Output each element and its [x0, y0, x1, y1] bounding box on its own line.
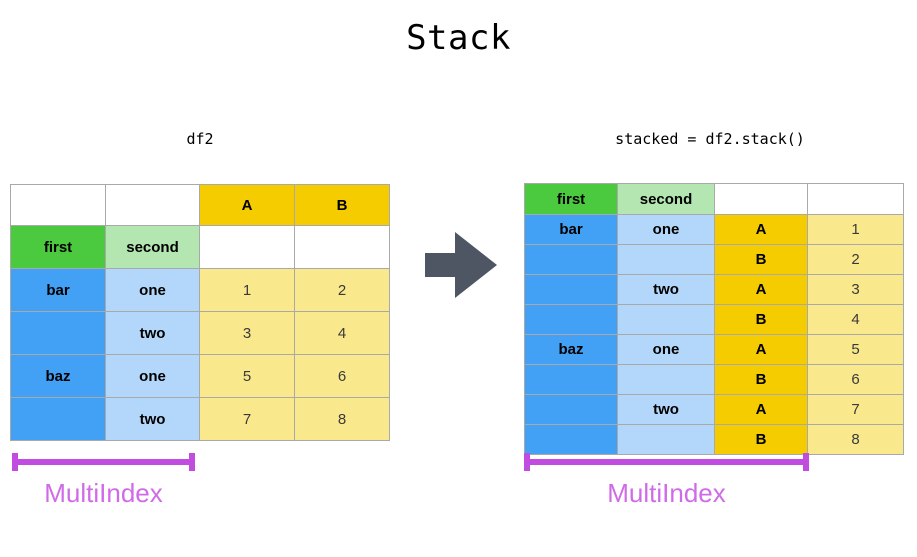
- table-cell: [617, 364, 715, 395]
- table-cell: second: [105, 225, 200, 269]
- table-cell: [524, 244, 618, 275]
- table-cell: one: [617, 214, 715, 245]
- left-table-caption: df2: [186, 130, 214, 148]
- table-cell: two: [105, 397, 200, 441]
- table-cell: B: [714, 244, 808, 275]
- table-cell: 5: [807, 334, 904, 365]
- table-cell: [807, 183, 904, 215]
- table-cell: 3: [807, 274, 904, 305]
- table-cell: [524, 364, 618, 395]
- bracket-cap-right: [189, 453, 195, 471]
- table-cell: B: [714, 424, 808, 455]
- table-cell: 4: [294, 311, 390, 355]
- table-cell: A: [199, 184, 295, 226]
- table-cell: 6: [807, 364, 904, 395]
- table-cell: 4: [807, 304, 904, 335]
- table-cell: two: [617, 274, 715, 305]
- page-title: Stack: [406, 18, 511, 58]
- table-cell: B: [294, 184, 390, 226]
- table-cell: 7: [807, 394, 904, 425]
- table-cell: one: [105, 268, 200, 312]
- table-cell: 5: [199, 354, 295, 398]
- table-cell: 7: [199, 397, 295, 441]
- table-cell: [617, 244, 715, 275]
- multiindex-bracket-right: [524, 453, 809, 471]
- table-cell: 2: [294, 268, 390, 312]
- bracket-cap-right: [803, 453, 809, 471]
- table-cell: two: [105, 311, 200, 355]
- table-cell: [524, 304, 618, 335]
- table-cell: [714, 183, 808, 215]
- table-cell: one: [105, 354, 200, 398]
- table-cell: one: [617, 334, 715, 365]
- table-cell: [524, 424, 618, 455]
- table-cell: first: [10, 225, 106, 269]
- multiindex-label-right: MultiIndex: [607, 478, 726, 508]
- table-cell: [10, 311, 106, 355]
- table-cell: A: [714, 334, 808, 365]
- multiindex-label-left: MultiIndex: [44, 478, 163, 508]
- table-cell: 3: [199, 311, 295, 355]
- arrow-right-icon: [425, 232, 497, 298]
- table-cell: second: [617, 183, 715, 215]
- table-cell: [10, 184, 106, 226]
- table-cell: 8: [294, 397, 390, 441]
- table-cell: bar: [10, 268, 106, 312]
- table-cell: [617, 304, 715, 335]
- table-cell: two: [617, 394, 715, 425]
- table-cell: A: [714, 274, 808, 305]
- table-cell: [199, 225, 295, 269]
- table-cell: [524, 394, 618, 425]
- table-cell: 1: [199, 268, 295, 312]
- table-cell: bar: [524, 214, 618, 245]
- table-cell: B: [714, 364, 808, 395]
- bracket-bar: [12, 459, 195, 465]
- table-cell: 6: [294, 354, 390, 398]
- table-cell: first: [524, 183, 618, 215]
- table-cell: [617, 424, 715, 455]
- table-cell: B: [714, 304, 808, 335]
- right-table-caption: stacked = df2.stack(): [615, 130, 805, 148]
- table-cell: A: [714, 214, 808, 245]
- table-cell: [524, 274, 618, 305]
- table-cell: [10, 397, 106, 441]
- table-cell: [294, 225, 390, 269]
- table-cell: baz: [10, 354, 106, 398]
- table-cell: baz: [524, 334, 618, 365]
- table-cell: [105, 184, 200, 226]
- table-cell: 1: [807, 214, 904, 245]
- table-cell: A: [714, 394, 808, 425]
- table-cell: 8: [807, 424, 904, 455]
- multiindex-bracket-left: [12, 453, 195, 471]
- table-cell: 2: [807, 244, 904, 275]
- bracket-bar: [524, 459, 809, 465]
